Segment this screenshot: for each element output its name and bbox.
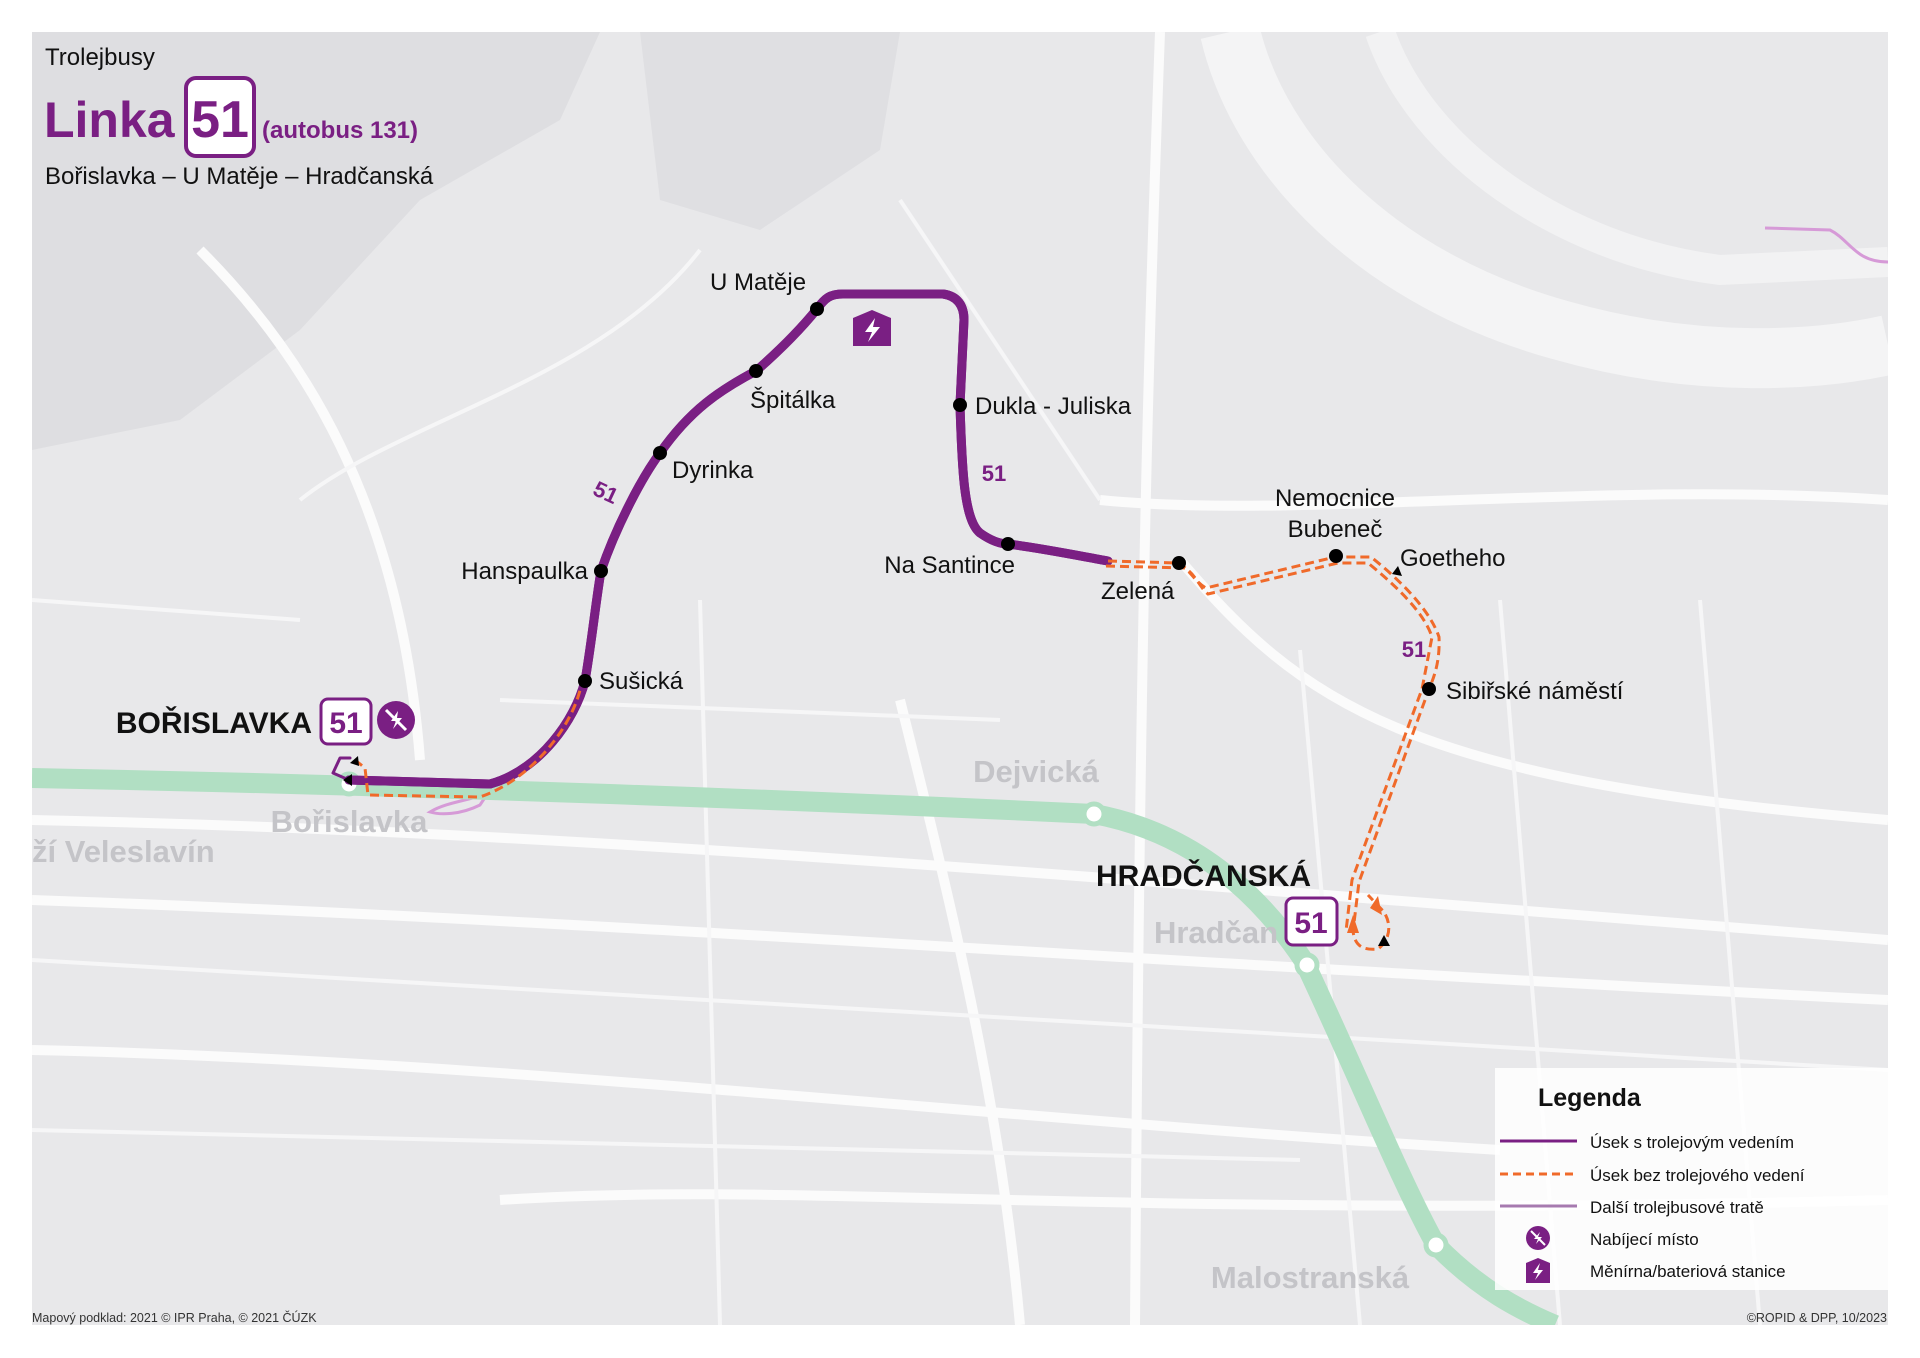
direction-arrow-icon: [343, 774, 352, 786]
stop-label: Zelená: [1101, 578, 1175, 605]
line-badge-number: 51: [329, 707, 362, 740]
metro-station-label: Dejvická: [973, 754, 1100, 789]
map-header: Trolejbusy Linka 51 (autobus 131) Bořisl…: [44, 44, 434, 190]
category-label: Trolejbusy: [45, 44, 155, 71]
route-number-label: 51: [982, 461, 1006, 486]
legend-label: Měnírna/bateriová stanice: [1590, 1262, 1786, 1281]
metro-station-label: Hradčan: [1154, 915, 1278, 950]
line-title: Linka: [44, 92, 176, 148]
map-credits: Mapový podklad: 2021 © IPR Praha, © 2021…: [32, 1310, 317, 1325]
substation-icon: [1526, 1258, 1550, 1283]
direction-arrow-icon: [1392, 566, 1402, 576]
legend: Legenda Úsek s trolejovým vedením Úsek b…: [1495, 1068, 1888, 1290]
terminal-label: HRADČANSKÁ: [1096, 859, 1311, 893]
stop-markers: [578, 302, 1436, 696]
line-badge-number: 51: [1294, 907, 1327, 940]
legend-label: Nabíjecí místo: [1590, 1230, 1699, 1249]
legend-label: Úsek s trolejovým vedením: [1590, 1133, 1794, 1152]
legend-label: Další trolejbusové tratě: [1590, 1198, 1764, 1217]
direction-arrow-icon: [1378, 935, 1390, 946]
line-badge: [319, 697, 373, 746]
metro-station-label: ží Veleslavín: [32, 834, 215, 869]
line-badge-number: 51: [191, 91, 249, 149]
direction-arrow-icon: [1347, 915, 1359, 933]
route-number-label: 51: [1402, 637, 1426, 662]
stop-label: Goetheho: [1400, 545, 1505, 572]
charging-point-icon: [1526, 1226, 1550, 1250]
route-trolley-section: [331, 289, 1113, 789]
bus-note: (autobus 131): [262, 117, 418, 144]
stop-label: Hanspaulka: [461, 558, 588, 585]
stop-label: Sibiřské náměstí: [1446, 678, 1624, 705]
stop-label: Dukla - Juliska: [975, 393, 1132, 420]
stop-label: Dyrinka: [672, 457, 754, 484]
copyright: ©ROPID & DPP, 10/2023: [1747, 1311, 1887, 1325]
stop-label: Bubeneč: [1288, 516, 1383, 543]
metro-station-label: Malostranská: [1211, 1260, 1410, 1295]
stop-label: U Matěje: [710, 269, 806, 296]
substation-icon: [853, 310, 891, 346]
stop-label: Nemocnice: [1275, 485, 1395, 512]
line-badge: [184, 76, 256, 158]
legend-title: Legenda: [1538, 1084, 1642, 1112]
route-no-wire-section: [354, 555, 1441, 951]
terminal-label: BOŘISLAVKA: [116, 706, 312, 740]
charging-point-icon: [377, 701, 415, 739]
metro-station-label: Bořislavka: [271, 804, 429, 839]
base-map: ží Veleslavín Bořislavka Dejvická Hradča…: [32, 32, 1888, 1325]
line-badge: [1284, 896, 1339, 947]
direction-arrow-icon: [1370, 896, 1382, 915]
stop-label: Sušická: [599, 668, 684, 695]
legend-label: Úsek bez trolejového vedení: [1590, 1166, 1805, 1185]
route-subtitle: Bořislavka – U Matěje – Hradčanská: [45, 163, 434, 190]
stop-label: Špitálka: [750, 386, 836, 414]
direction-arrow-icon: [350, 756, 359, 766]
stop-label: Na Santince: [884, 552, 1015, 579]
